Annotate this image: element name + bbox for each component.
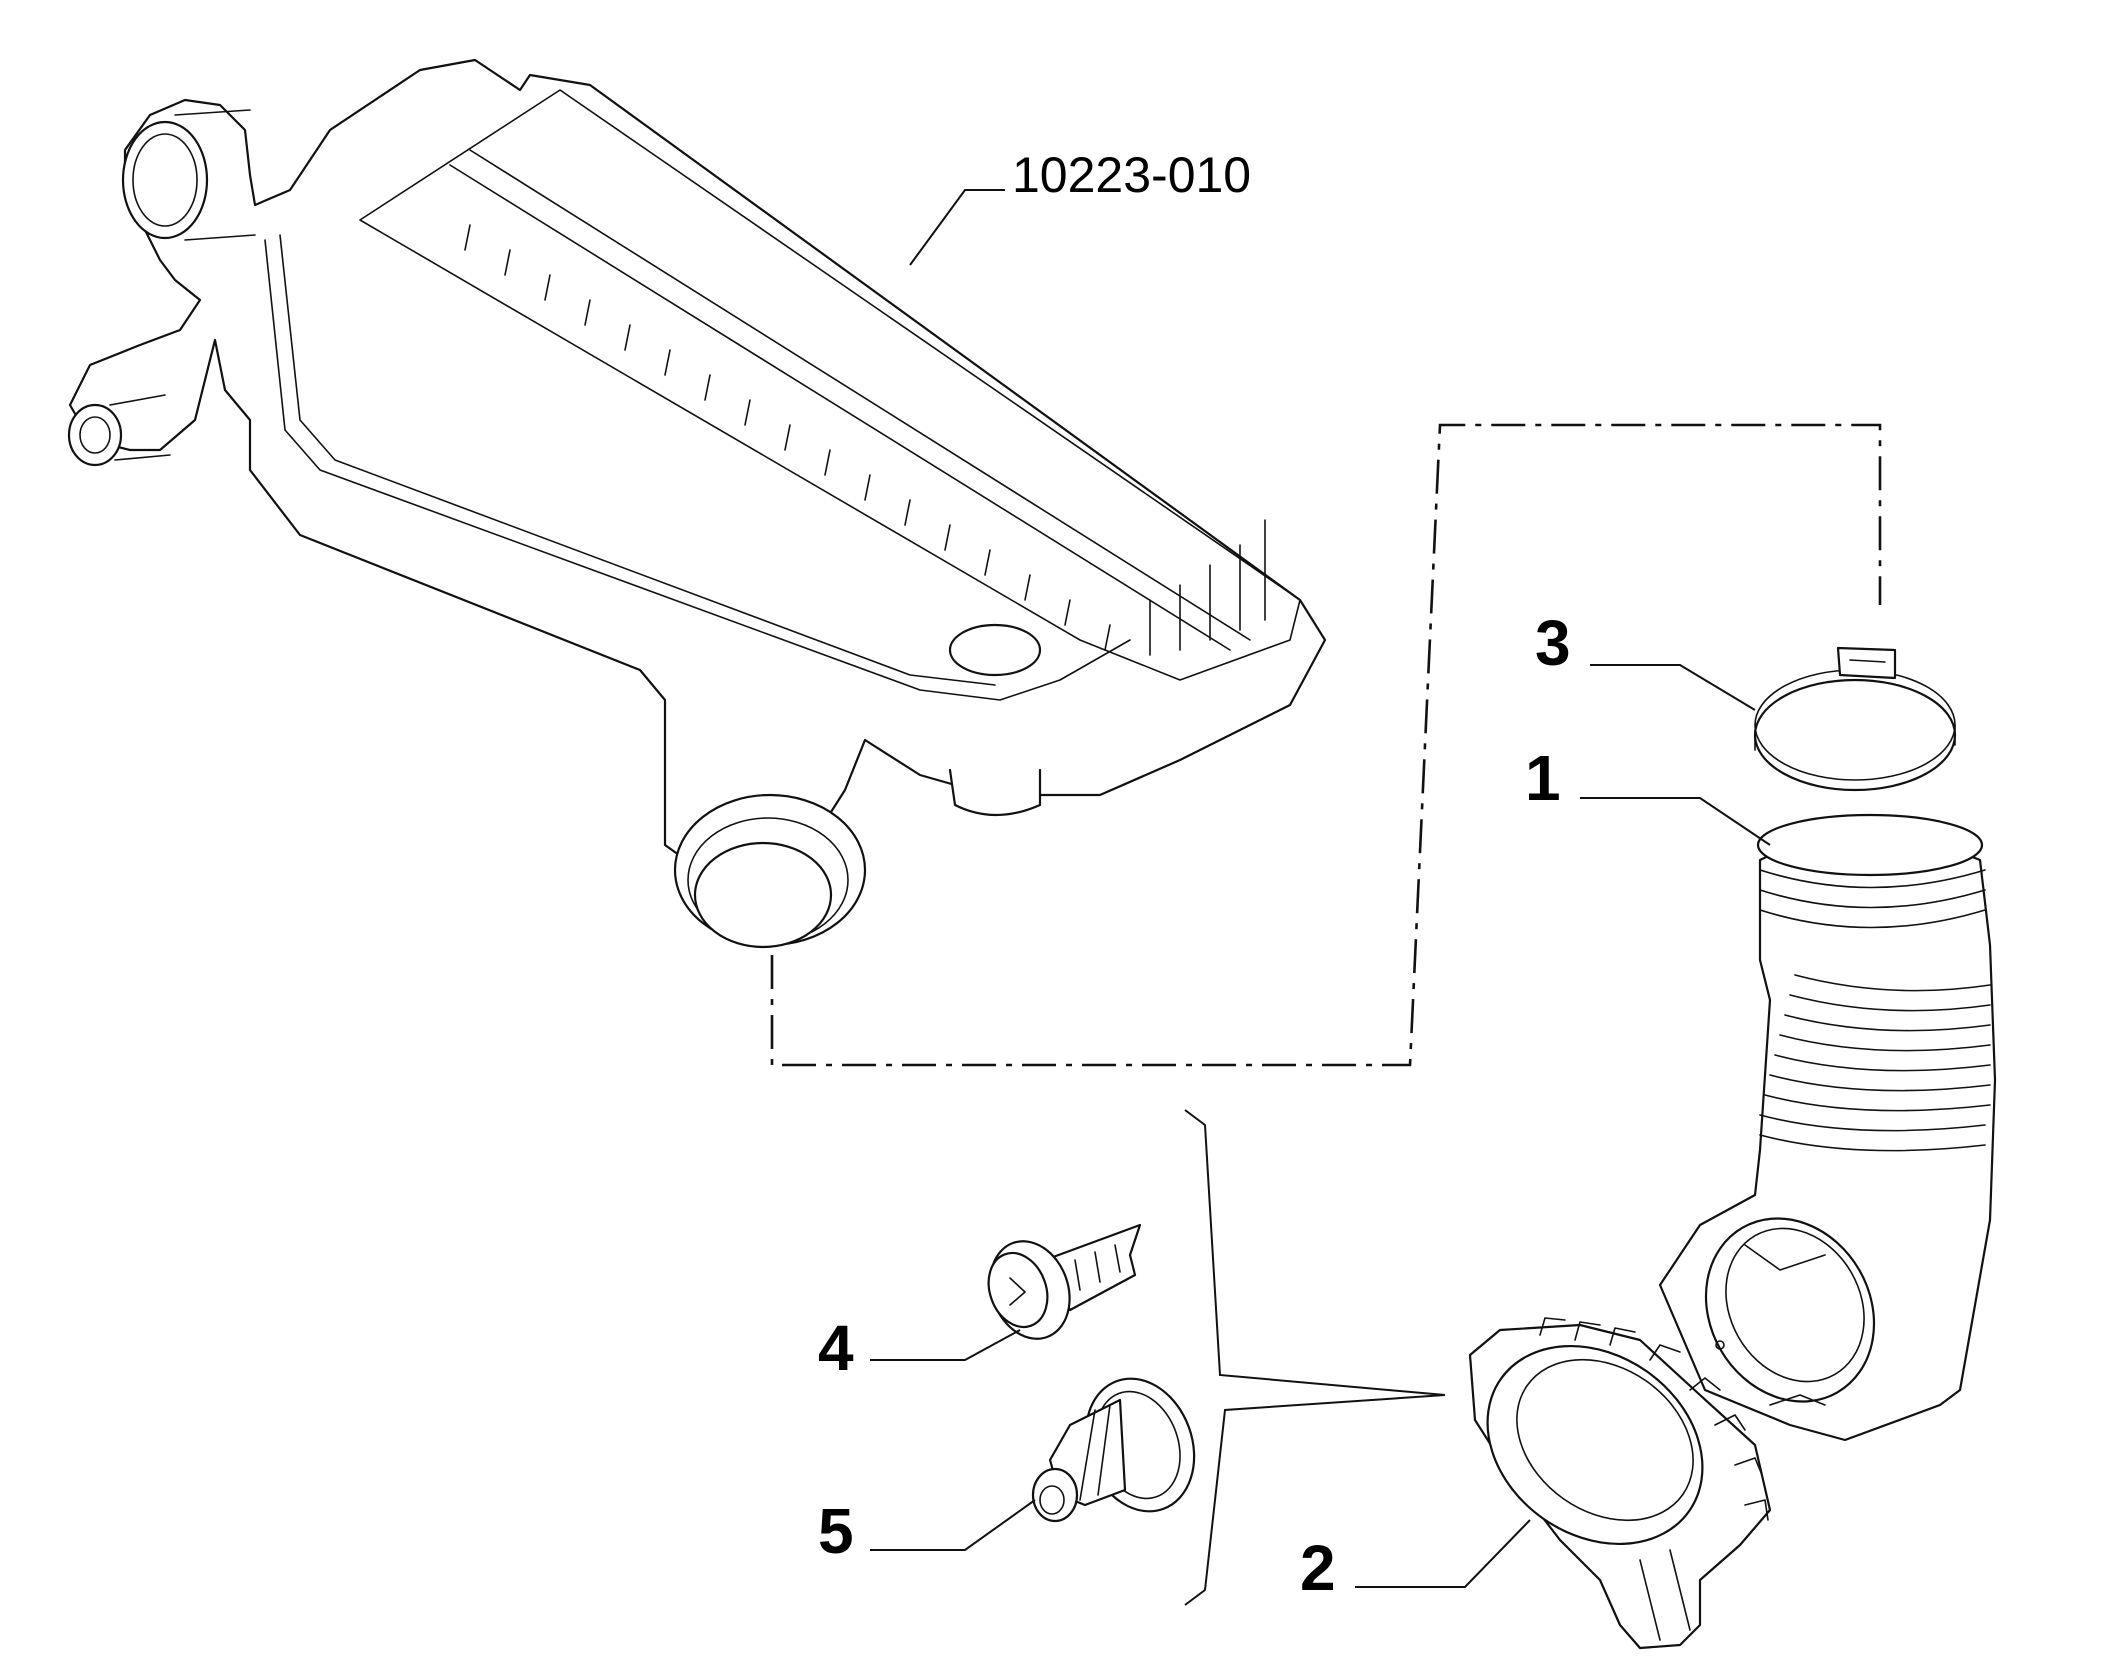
callout-5-label: 5 — [818, 1495, 854, 1567]
self-tapping-screw — [987, 1223, 1142, 1340]
callout-4-label: 4 — [818, 1312, 854, 1384]
callout-3-label: 3 — [1535, 607, 1571, 679]
assembly-ref-callout: 10223-010 — [909, 147, 1251, 266]
callout-3: 3 — [1535, 607, 1756, 711]
adapter-fins — [1539, 1317, 1769, 1521]
hose-clamp — [1753, 646, 1957, 792]
lid-ribs — [464, 224, 1266, 656]
callout-5: 5 — [818, 1495, 1036, 1567]
group-bracket — [1184, 1109, 1446, 1606]
plastic-rivet — [1031, 1377, 1196, 1523]
callout-2: 2 — [1300, 1519, 1531, 1604]
callout-2-label: 2 — [1300, 1532, 1336, 1604]
callout-4: 4 — [818, 1312, 1021, 1384]
connection-line — [770, 423, 1882, 1067]
hose-corrugations — [1759, 974, 1991, 1152]
callout-1-label: 1 — [1525, 742, 1561, 814]
air-filter-housing — [67, 58, 1327, 949]
assembly-ref-label: 10223-010 — [1012, 147, 1251, 203]
callout-1: 1 — [1525, 742, 1771, 846]
intake-adapter — [1468, 1317, 1772, 1650]
air-intake-hose — [1658, 813, 1997, 1442]
